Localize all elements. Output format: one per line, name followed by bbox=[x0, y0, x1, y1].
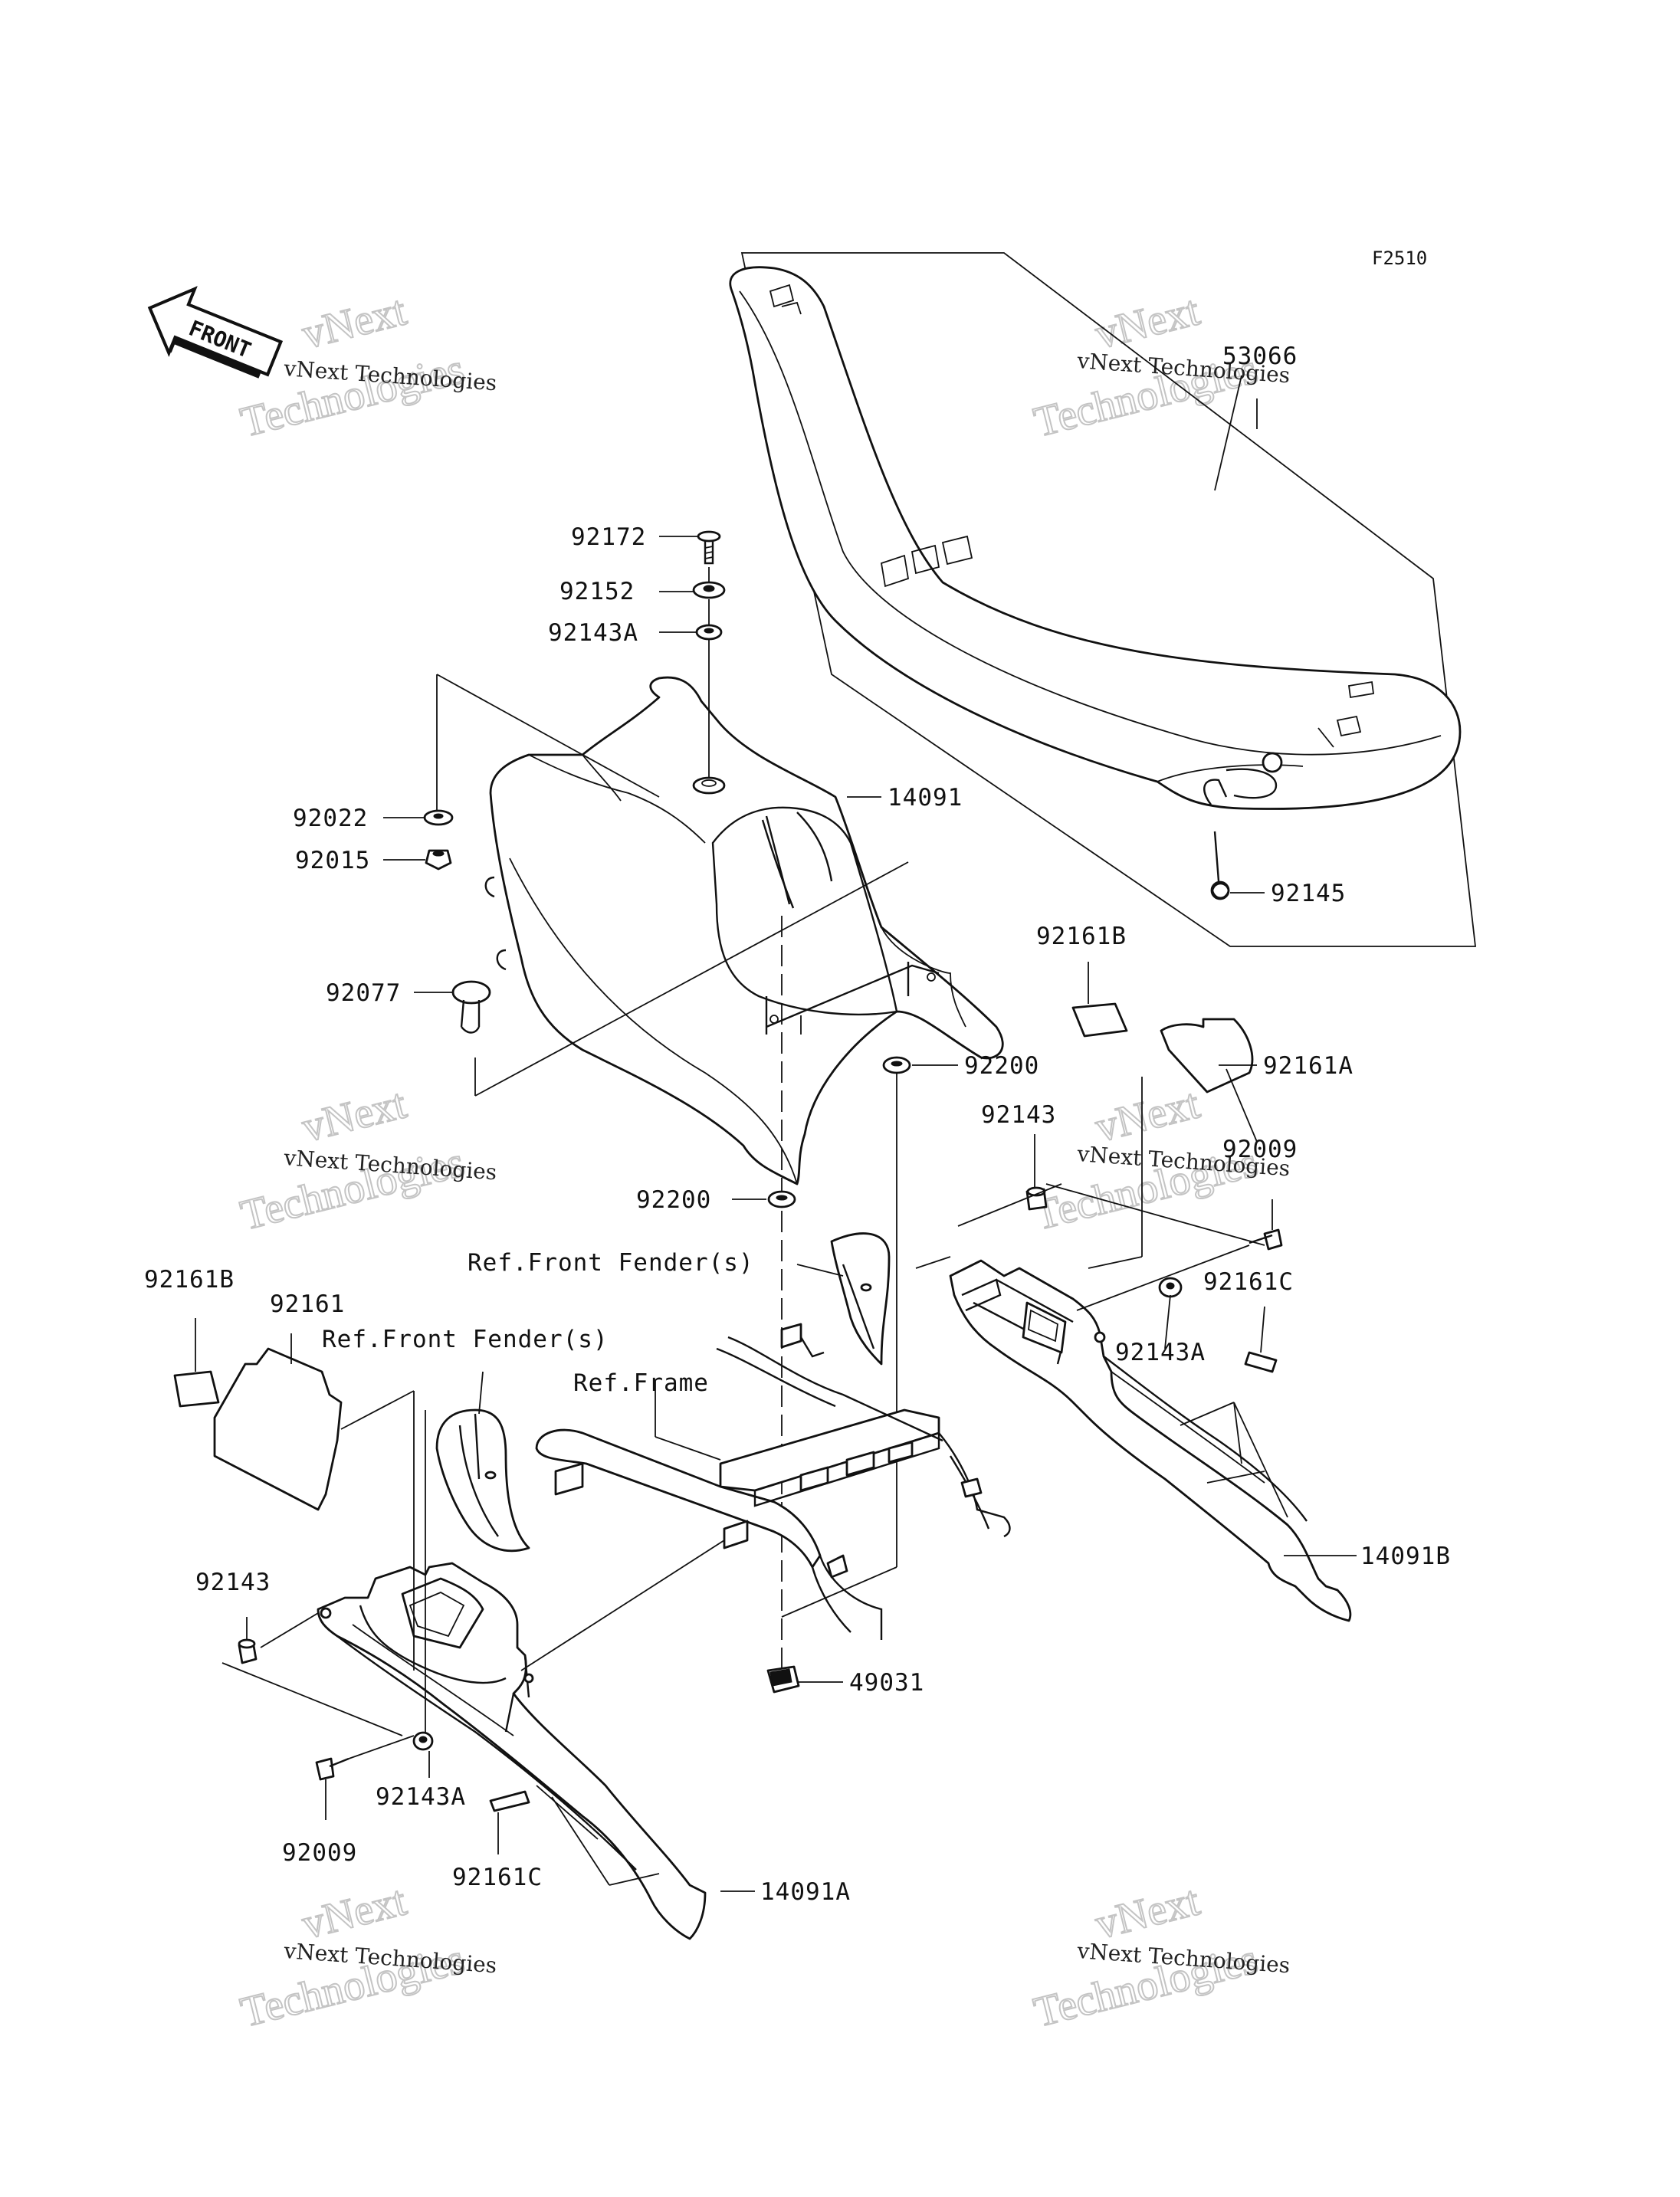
part-92022-washer bbox=[423, 809, 454, 826]
svg-text:vNext: vNext bbox=[1091, 1080, 1204, 1151]
label-ref-front-fender-1: Ref.Front Fender(s) bbox=[468, 1249, 754, 1277]
label-92143A-low: 92143A bbox=[376, 1783, 466, 1811]
part-92009-bolt-right bbox=[1249, 1228, 1283, 1251]
part-92077-clip bbox=[451, 980, 491, 1034]
part-92009-bolt-left bbox=[315, 1757, 349, 1781]
label-14091: 14091 bbox=[888, 784, 963, 812]
label-92077: 92077 bbox=[326, 979, 401, 1007]
part-92143-grommet-right bbox=[1025, 1186, 1048, 1211]
label-92009-right: 92009 bbox=[1222, 1136, 1298, 1163]
label-92172: 92172 bbox=[571, 523, 646, 551]
front-arrow-icon: FRONT bbox=[147, 286, 283, 379]
part-92143A-collar-top bbox=[695, 624, 723, 641]
part-92161B-pad-left bbox=[173, 1370, 220, 1408]
part-92161B-pad-right bbox=[1071, 1002, 1128, 1038]
svg-text:vNext: vNext bbox=[1091, 287, 1204, 358]
label-92161A: 92161A bbox=[1263, 1052, 1354, 1080]
part-92161A-pad bbox=[1160, 1018, 1254, 1094]
ref-front-fender-right bbox=[830, 1232, 891, 1366]
part-49031-nut bbox=[766, 1665, 800, 1694]
part-92143A-collar-low bbox=[412, 1731, 434, 1751]
part-92145-spring bbox=[1210, 831, 1230, 900]
label-92009-left: 92009 bbox=[282, 1839, 357, 1867]
svg-text:vNext: vNext bbox=[297, 287, 411, 358]
label-92161C-left: 92161C bbox=[452, 1864, 543, 1891]
label-14091B: 14091B bbox=[1360, 1543, 1451, 1570]
watermark-bottom-left: vNext Technologies vNext Technologies bbox=[235, 1876, 497, 2037]
part-92200-grommet-right bbox=[882, 1056, 911, 1074]
svg-text:vNext: vNext bbox=[297, 1877, 411, 1948]
part-92143-grommet-left bbox=[238, 1638, 258, 1664]
watermark-mid-left: vNext Technologies vNext Technologies bbox=[235, 1079, 497, 1240]
seat-latch bbox=[1203, 768, 1278, 805]
label-92200-b: 92200 bbox=[636, 1186, 711, 1214]
seat-logo-front bbox=[769, 284, 802, 315]
ref-frame-structure bbox=[535, 1323, 1011, 1640]
part-92172-screw bbox=[697, 530, 721, 565]
label-ref-front-fender-2: Ref.Front Fender(s) bbox=[322, 1326, 609, 1353]
label-92161C-right: 92161C bbox=[1203, 1268, 1294, 1296]
diagram-code: F2510 bbox=[1372, 248, 1427, 269]
part-92161C-pad-right bbox=[1244, 1351, 1278, 1373]
label-92161B-left: 92161B bbox=[144, 1266, 235, 1294]
part-92143A-collar-mid bbox=[1158, 1277, 1183, 1298]
part-92161C-pad-left bbox=[489, 1790, 530, 1812]
label-92152: 92152 bbox=[559, 578, 635, 605]
label-92143A-top: 92143A bbox=[548, 619, 638, 647]
seat-logo-middle bbox=[880, 535, 973, 588]
part-92200-grommet-left bbox=[767, 1190, 796, 1208]
label-92143-left: 92143 bbox=[195, 1569, 271, 1596]
part-92152-washer bbox=[692, 581, 726, 599]
label-92015: 92015 bbox=[295, 847, 370, 874]
label-92143A-mid: 92143A bbox=[1115, 1339, 1206, 1366]
label-92200-a: 92200 bbox=[964, 1052, 1039, 1080]
seat-assembly bbox=[729, 252, 1477, 947]
part-14091B-right-cover bbox=[949, 1259, 1352, 1622]
label-49031: 49031 bbox=[849, 1669, 924, 1697]
label-14091A: 14091A bbox=[760, 1878, 851, 1906]
watermark-top-left: vNext Technologies vNext Technologies bbox=[235, 286, 497, 447]
label-92161: 92161 bbox=[270, 1290, 345, 1318]
part-92015-nut bbox=[425, 849, 452, 871]
seat-group-outline bbox=[740, 252, 1477, 947]
label-92161B-right: 92161B bbox=[1036, 923, 1127, 950]
label-92145: 92145 bbox=[1271, 880, 1346, 907]
label-53066: 53066 bbox=[1222, 343, 1298, 370]
label-92143-right: 92143 bbox=[981, 1101, 1056, 1129]
label-ref-frame: Ref.Frame bbox=[573, 1369, 709, 1397]
svg-text:vNext: vNext bbox=[297, 1080, 411, 1151]
watermark-bottom-right: vNext Technologies vNext Technologies bbox=[1029, 1876, 1291, 2037]
part-14091-center-cover bbox=[484, 676, 1004, 1185]
seat-logo-rear bbox=[1317, 680, 1375, 748]
svg-text:vNext: vNext bbox=[1091, 1877, 1204, 1948]
part-92161-pad bbox=[213, 1347, 343, 1511]
ref-front-fender-left bbox=[435, 1408, 530, 1553]
seat-shape bbox=[729, 266, 1462, 810]
label-92022: 92022 bbox=[293, 805, 368, 832]
